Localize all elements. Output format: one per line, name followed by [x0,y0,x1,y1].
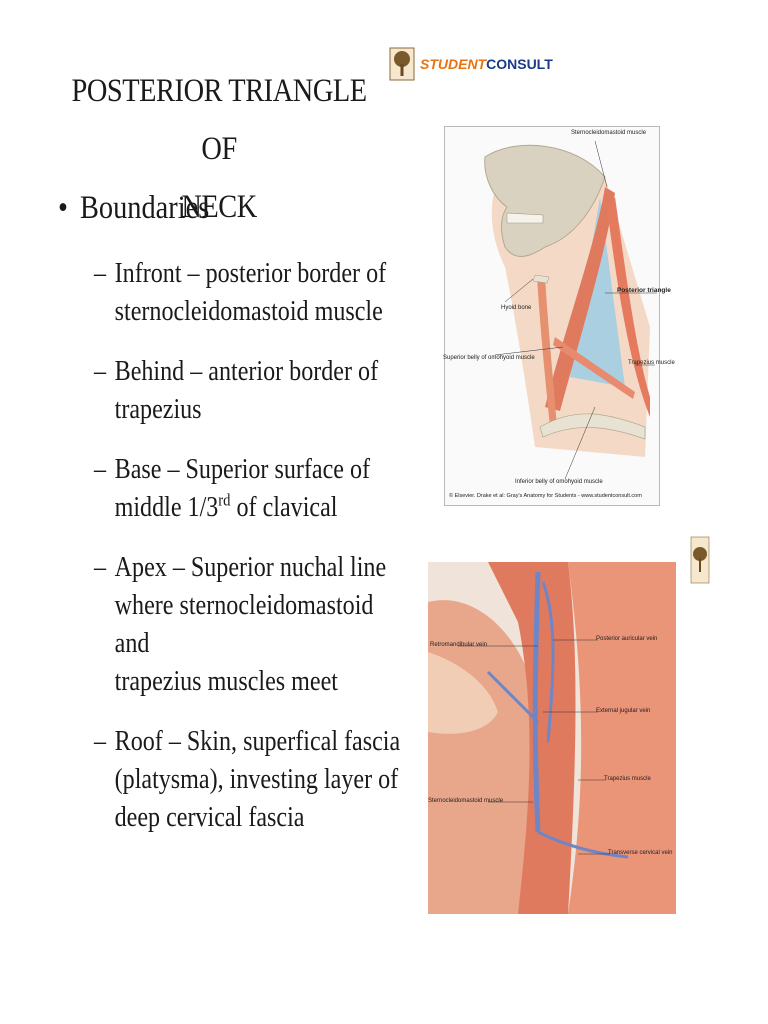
logo-consult: CONSULT [486,56,553,72]
boundary-fragment: middle 1/3 [114,492,219,523]
posterior-triangle-figure: Sternocleidomastoid muscle Posterior tri… [443,126,675,506]
boundary-text: deep cervical fascia [114,802,305,833]
boundary-text: Infront – posterior border of [114,258,387,289]
dash: – [94,726,107,757]
boundary-base: – Base – Superior surface of middle 1/3r… [94,451,404,527]
superficial-veins-figure: Retromandibular vein Posterior auricular… [428,562,676,914]
boundary-text: where sternocleidomastoid and [114,590,374,659]
label-superior-omohyoid: Superior belly of omohyoid muscle [443,355,535,361]
slide-title: POSTERIOR TRIANGLE OF NECK [60,62,378,236]
boundaries-label: Boundaries [79,190,210,226]
boundary-text: trapezius [114,394,202,425]
label-retromandibular: Retromandibular vein [430,642,488,648]
boundary-text: Base – Superior surface of [114,454,371,485]
label-transverse-cervical: Transverse cervical vein [608,850,673,856]
boundary-text: Apex – Superior nuchal line [114,552,387,583]
bullet-symbol: • [58,190,68,226]
neck-illustration [484,140,657,480]
ordinal-suffix: rd [218,490,231,510]
label-hyoid: Hyoid bone [501,305,532,311]
title-line-1: POSTERIOR TRIANGLE OF [71,73,367,167]
title-line-2: NECK [181,189,257,225]
dash: – [94,258,107,289]
boundary-text: trapezius muscles meet [114,666,338,697]
logo-student: STUDENT [420,56,487,72]
label-external-jugular: External jugular vein [596,708,651,714]
publisher-tree-icon [690,536,710,584]
label-scm: Sternocleidomastoid muscle [571,130,647,136]
label-trapezius-2: Trapezius muscle [604,776,651,782]
veins-illustration [428,562,676,914]
boundary-text: sternocleidomastoid muscle [114,296,383,327]
dash: – [94,552,107,583]
boundary-behind: – Behind – anterior border of trapezius [94,353,404,429]
boundary-apex: – Apex – Superior nuchal line where ster… [94,549,404,701]
boundary-text: Behind – anterior border of [114,356,379,387]
elsevier-tree-icon [389,47,415,81]
label-trapezius: Trapezius muscle [628,360,675,366]
student-consult-logo: STUDENTCONSULT [420,56,553,72]
dash: – [94,356,107,387]
boundary-infront: – Infront – posterior border of sternocl… [94,255,404,331]
boundary-text: (platysma), investing layer of [114,764,399,795]
boundaries-list: – Infront – posterior border of sternocl… [94,255,404,859]
label-inferior-omohyoid: Inferior belly of omohyoid muscle [515,479,603,485]
boundary-roof: – Roof – Skin, superfical fascia (platys… [94,723,404,837]
label-scm-2: Sternocleidomastoid muscle [428,798,504,804]
boundary-text: middle 1/3rd of clavical [115,489,404,527]
label-posterior-triangle: Posterior triangle [617,287,671,294]
boundary-fragment: of clavical [230,492,338,523]
boundary-text: Roof – Skin, superfical fascia [114,726,401,757]
boundaries-heading: • Boundaries [58,190,209,227]
figure-copyright: © Elsevier. Drake et al: Gray's Anatomy … [449,493,642,499]
label-posterior-auricular: Posterior auricular vein [596,636,658,642]
dash: – [94,454,107,485]
